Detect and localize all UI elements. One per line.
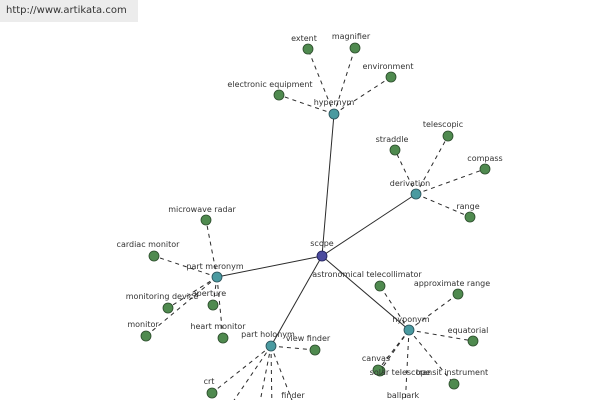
label-electronic-equipment: electronic equipment [227, 80, 312, 89]
node-microwave-radar[interactable] [200, 214, 212, 226]
nodes-layer [140, 42, 491, 399]
edge-hypernym-electronic-equipment [278, 94, 335, 115]
node-environment[interactable] [385, 71, 397, 83]
node-hypernym[interactable] [328, 108, 340, 120]
edge-part-meronym-heart-monitor [216, 276, 224, 339]
label-microwave-radar: microwave radar [168, 205, 236, 214]
label-heart-monitor: heart monitor [190, 322, 246, 331]
label-derivation: derivation [390, 179, 430, 188]
label-magnifier: magnifier [332, 32, 371, 41]
edge-hyponym-solar-telescope [379, 329, 410, 372]
label-view-finder: view finder [286, 334, 331, 343]
label-environment: environment [363, 62, 414, 71]
node-approximate-range[interactable] [452, 288, 464, 300]
node-extent[interactable] [302, 43, 314, 55]
label-approximate-range: approximate range [414, 279, 490, 288]
label-range: range [456, 202, 479, 211]
node-telescopic[interactable] [442, 130, 454, 142]
label-compass: compass [467, 154, 502, 163]
labels-layer: extent magnifier environment electronic equ… [117, 32, 503, 400]
label-monitoring-device: monitoring device [126, 292, 199, 301]
edge-hypernym-extent [307, 48, 335, 115]
label-astronomical-telecollimator: astronomical telecollimator [312, 270, 422, 279]
label-finder: finder [281, 391, 305, 400]
edge-derivation-telescopic [415, 135, 449, 195]
edge-part-holonym-crt [211, 345, 272, 394]
edge-part-meronym-microwave-radar [205, 219, 218, 278]
node-cardiac-monitor[interactable] [148, 250, 160, 262]
label-equatorial: equatorial [448, 326, 489, 335]
label-extent: extent [291, 34, 317, 43]
label-hypernym: hypernym [314, 98, 355, 107]
node-hyponym[interactable] [403, 324, 415, 336]
edge-derivation-range [415, 193, 471, 218]
node-canvas[interactable] [372, 364, 384, 376]
url-label: http://www.artikata.com [0, 0, 138, 22]
edge-part-holonym-offscreen-0 [233, 345, 272, 400]
node-straddle[interactable] [389, 144, 401, 156]
edge-hyponym-ballpark [404, 329, 410, 400]
label-ballpark: ballpark [387, 391, 420, 400]
node-electronic-equipment[interactable] [273, 89, 285, 101]
label-monitor: monitor [127, 320, 159, 329]
edge-hyponym-astronomical-telecollimator [379, 285, 410, 331]
node-magnifier[interactable] [349, 42, 361, 54]
node-view-finder[interactable] [309, 344, 321, 356]
label-canvas: canvas [362, 354, 390, 363]
edge-scope-part-meronym [216, 255, 323, 278]
edge-hyponym-canvas [377, 329, 410, 371]
label-transit-instrument: transit instrument [416, 368, 488, 377]
node-aperture[interactable] [207, 299, 219, 311]
node-derivation[interactable] [410, 188, 422, 200]
node-range[interactable] [464, 211, 476, 223]
node-transit-instrument[interactable] [448, 378, 460, 390]
edge-part-holonym-view-finder [270, 345, 316, 351]
edge-scope-part-holonym [270, 255, 323, 347]
node-heart-monitor[interactable] [217, 332, 229, 344]
node-part-holonym[interactable] [265, 340, 277, 352]
edge-hyponym-equatorial [408, 329, 474, 342]
label-crt: crt [204, 377, 215, 386]
edges-layer [145, 47, 486, 400]
label-telescopic: telescopic [423, 120, 463, 129]
label-part-meronym: part meronym [186, 262, 243, 271]
label-part-holonym: part holonym [241, 330, 295, 339]
label-cardiac-monitor: cardiac monitor [117, 240, 181, 249]
node-part-meronym[interactable] [211, 271, 223, 283]
edge-scope-derivation [321, 193, 417, 257]
edge-hyponym-transit-instrument [408, 329, 455, 385]
edge-part-meronym-monitoring-device [167, 276, 218, 309]
label-aperture: aperture [192, 289, 227, 298]
edge-part-holonym-offscreen-2 [270, 345, 273, 400]
node-equatorial[interactable] [467, 335, 479, 347]
edge-scope-hypernym [321, 113, 335, 257]
node-monitor[interactable] [140, 330, 152, 342]
edge-part-holonym-finder [270, 345, 293, 400]
edge-part-meronym-cardiac-monitor [153, 255, 218, 278]
node-compass[interactable] [479, 163, 491, 175]
label-scope: scope [310, 239, 334, 248]
node-monitoring-device[interactable] [162, 302, 174, 314]
edge-hyponym-approximate-range [408, 293, 459, 331]
edge-scope-hyponym [321, 255, 410, 331]
node-astronomical-telecollimator[interactable] [374, 280, 386, 292]
label-straddle: straddle [376, 135, 409, 144]
edge-hypernym-environment [333, 76, 392, 115]
edge-derivation-straddle [394, 149, 417, 195]
label-hyponym: hyponym [392, 315, 430, 324]
node-crt[interactable] [206, 387, 218, 399]
label-solar-telescope: solar telescope [370, 368, 431, 377]
edge-hypernym-magnifier [333, 47, 356, 115]
node-scope[interactable] [316, 250, 328, 262]
edge-part-holonym-offscreen-1 [259, 345, 272, 400]
